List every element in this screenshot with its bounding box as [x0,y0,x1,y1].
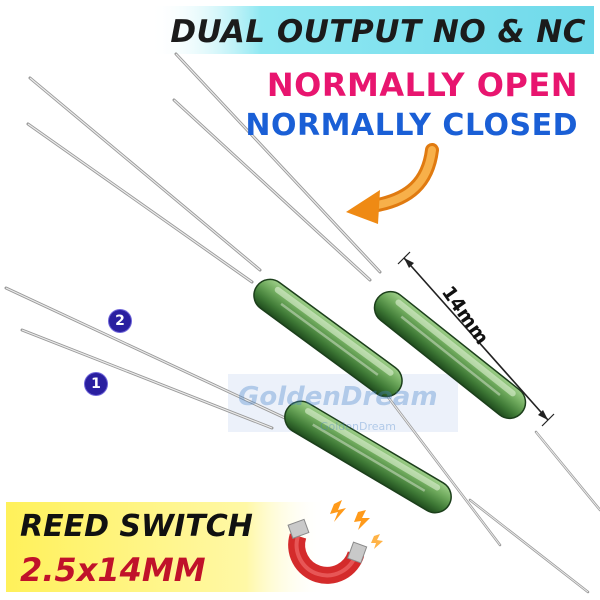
dimension-arrow-icon [397,251,555,427]
reed-switch-a [26,76,502,547]
pin-badge-1: 1 [85,373,107,395]
spark-icon [330,500,383,549]
watermark-subtext: GoldenDream [320,420,397,433]
header-banner-bg [150,6,594,54]
product-size: 2.5x14MM [20,551,206,589]
watermark-logo: GoldenDream [238,382,438,412]
watermark-band [228,374,458,432]
pin-badge-2: 2 [109,310,131,332]
product-title: REED SWITCH [20,509,253,544]
curved-arrow-icon [346,143,439,224]
reed-switch-b [172,52,600,512]
header-banner-text: DUAL OUTPUT NO & NC [170,14,586,50]
reed-switch-c [4,286,590,594]
horseshoe-magnet-icon [287,518,368,584]
title-panel-bg [6,502,326,592]
normally-open-label: NORMALLY OPEN [266,66,578,104]
normally-closed-label: NORMALLY CLOSED [245,108,578,143]
